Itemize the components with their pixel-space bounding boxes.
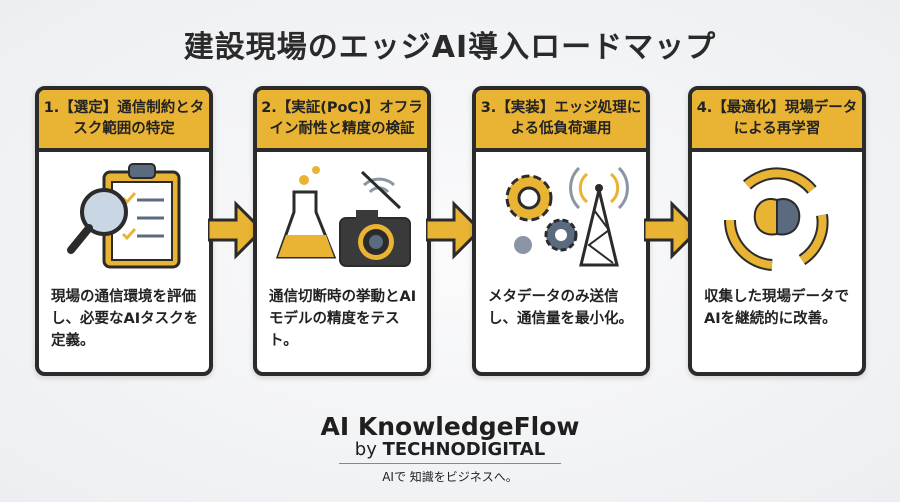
step-card-3: 3.【実装】エッジ処理による低負荷運用 メタデータのみ送信し、通信量を最小化。 [472, 86, 650, 376]
step-description: メタデータのみ送信し、通信量を最小化。 [488, 289, 633, 327]
step-card-2: 2.【実証(PoC)】オフライン耐性と精度の検証 通信切断時の挙動とAIモデルの… [253, 86, 431, 376]
step-title: 3.【実装】エッジ処理による低負荷運用 [476, 90, 646, 152]
step-description: 収集した現場データでAIを継続的に改善。 [704, 289, 849, 327]
step-card-4: 4.【最適化】現場データによる再学習 収集した現場データでAIを継続的に改善。 [688, 86, 866, 376]
step-title: 2.【実証(PoC)】オフライン耐性と精度の検証 [257, 90, 427, 152]
flask-camera-no-wifi-icon [257, 152, 427, 282]
page-title: 建設現場のエッジAI導入ロードマップ [183, 30, 717, 65]
step-title: 4.【最適化】現場データによる再学習 [692, 90, 862, 152]
arrow-right-icon [644, 200, 700, 260]
brand-by: by [354, 439, 377, 460]
arrow-right-icon [208, 200, 264, 260]
step-description: 通信切断時の挙動とAIモデルの精度をテスト。 [269, 289, 417, 349]
step-title: 1.【選定】通信制約とタスク範囲の特定 [39, 90, 209, 152]
brand-name: AI KnowledgeFlow [320, 412, 580, 441]
step-card-1: 1.【選定】通信制約とタスク範囲の特定 現場の通信環境を評価し、必要なAIタスク… [35, 86, 213, 376]
clipboard-magnifier-icon [39, 152, 209, 282]
brand-company: TECHNODIGITAL [382, 439, 546, 460]
divider [339, 463, 561, 464]
brand-logo: AI KnowledgeFlow by TECHNODIGITAL AIで 知識… [0, 412, 900, 485]
step-description: 現場の通信環境を評価し、必要なAIタスクを定義。 [51, 289, 199, 349]
arrow-right-icon [426, 200, 482, 260]
brain-cycle-icon [692, 152, 862, 282]
gears-tower-icon [476, 152, 646, 282]
brand-tagline: AIで 知識をビジネスへ。 [382, 470, 518, 484]
